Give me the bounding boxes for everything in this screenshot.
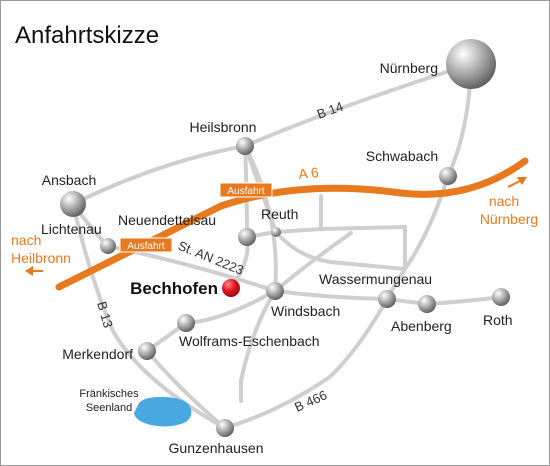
town-marker-reuth	[271, 227, 281, 237]
exit-sign-lichtenau: Ausfahrt	[119, 237, 173, 253]
place-label-reuth: Reuth	[261, 206, 298, 222]
road-merkendorf-gunzenhausen	[145, 349, 227, 430]
town-marker-nuernberg	[446, 39, 496, 89]
town-marker-abenberg	[418, 295, 436, 313]
road-label-a6: A 6	[298, 164, 320, 182]
place-label-abenberg: Abenberg	[391, 318, 452, 334]
exit-label: Ausfahrt	[127, 241, 164, 252]
town-marker-windsbach	[266, 282, 284, 300]
town-marker-merkendorf	[138, 342, 156, 360]
road-neuendettelsau-reuth	[245, 225, 407, 239]
road-windsbach-gunzenhausen	[239, 289, 277, 403]
place-label-neuendettelsau: Neuendettelsau	[118, 212, 216, 228]
town-marker-wassermungenau	[378, 290, 396, 308]
town-marker-roth	[492, 288, 510, 306]
arrow-to-heilbronn-icon	[25, 266, 43, 276]
town-marker-lichtenau	[100, 238, 116, 254]
seenland-lake	[134, 397, 192, 427]
place-label-lichtenau: Lichtenau	[41, 221, 102, 237]
map-title: Anfahrtskizze	[15, 22, 159, 49]
place-label-wassermungenau: Wassermungenau	[319, 271, 432, 287]
town-marker-bechhofen	[222, 279, 240, 297]
direction-nuernberg-line1: nach	[489, 193, 519, 209]
road-reuth-east	[274, 230, 407, 271]
place-label-roth: Roth	[483, 312, 513, 328]
road-nuernberg-schwabach	[223, 62, 473, 430]
place-label-gunzenhausen: Gunzenhausen	[169, 440, 264, 456]
road-label-b14: B 14	[315, 99, 345, 122]
place-label-merkendorf: Merkendorf	[62, 346, 133, 362]
place-label-seenland-line2: Seenland	[86, 402, 133, 414]
highway-a6	[55, 157, 529, 291]
road-grid-3	[273, 231, 353, 293]
town-marker-schwabach	[439, 167, 457, 185]
town-marker-neuendettelsau	[238, 228, 256, 246]
direction-heilbronn-line1: nach	[11, 232, 41, 248]
exit-sign-neuendettelsau: Ausfahrt	[219, 182, 273, 198]
place-label-ansbach: Ansbach	[42, 172, 96, 188]
town-marker-heilsbronn	[236, 137, 254, 155]
direction-heilbronn-line2: Heilbronn	[11, 250, 71, 266]
place-label-heilsbronn: Heilsbronn	[190, 119, 257, 135]
place-label-nuernberg: Nürnberg	[380, 60, 438, 76]
road-label-b13: B 13	[94, 300, 116, 330]
direction-nuernberg-line2: Nürnberg	[480, 211, 538, 227]
place-label-windsbach: Windsbach	[271, 303, 340, 319]
town-marker-gunzenhausen	[216, 419, 234, 437]
place-label-seenland-line1: Fränkisches	[79, 388, 139, 400]
place-label-schwabach: Schwabach	[366, 148, 438, 164]
place-label-wolframs-eschenbach: Wolframs-Eschenbach	[179, 333, 320, 349]
town-marker-wolframs-eschenbach	[177, 314, 195, 332]
exit-label: Ausfahrt	[227, 186, 264, 197]
arrow-to-nuernberg-icon	[507, 177, 527, 188]
place-label-bechhofen: Bechhofen	[130, 279, 218, 298]
town-marker-ansbach	[60, 191, 86, 217]
